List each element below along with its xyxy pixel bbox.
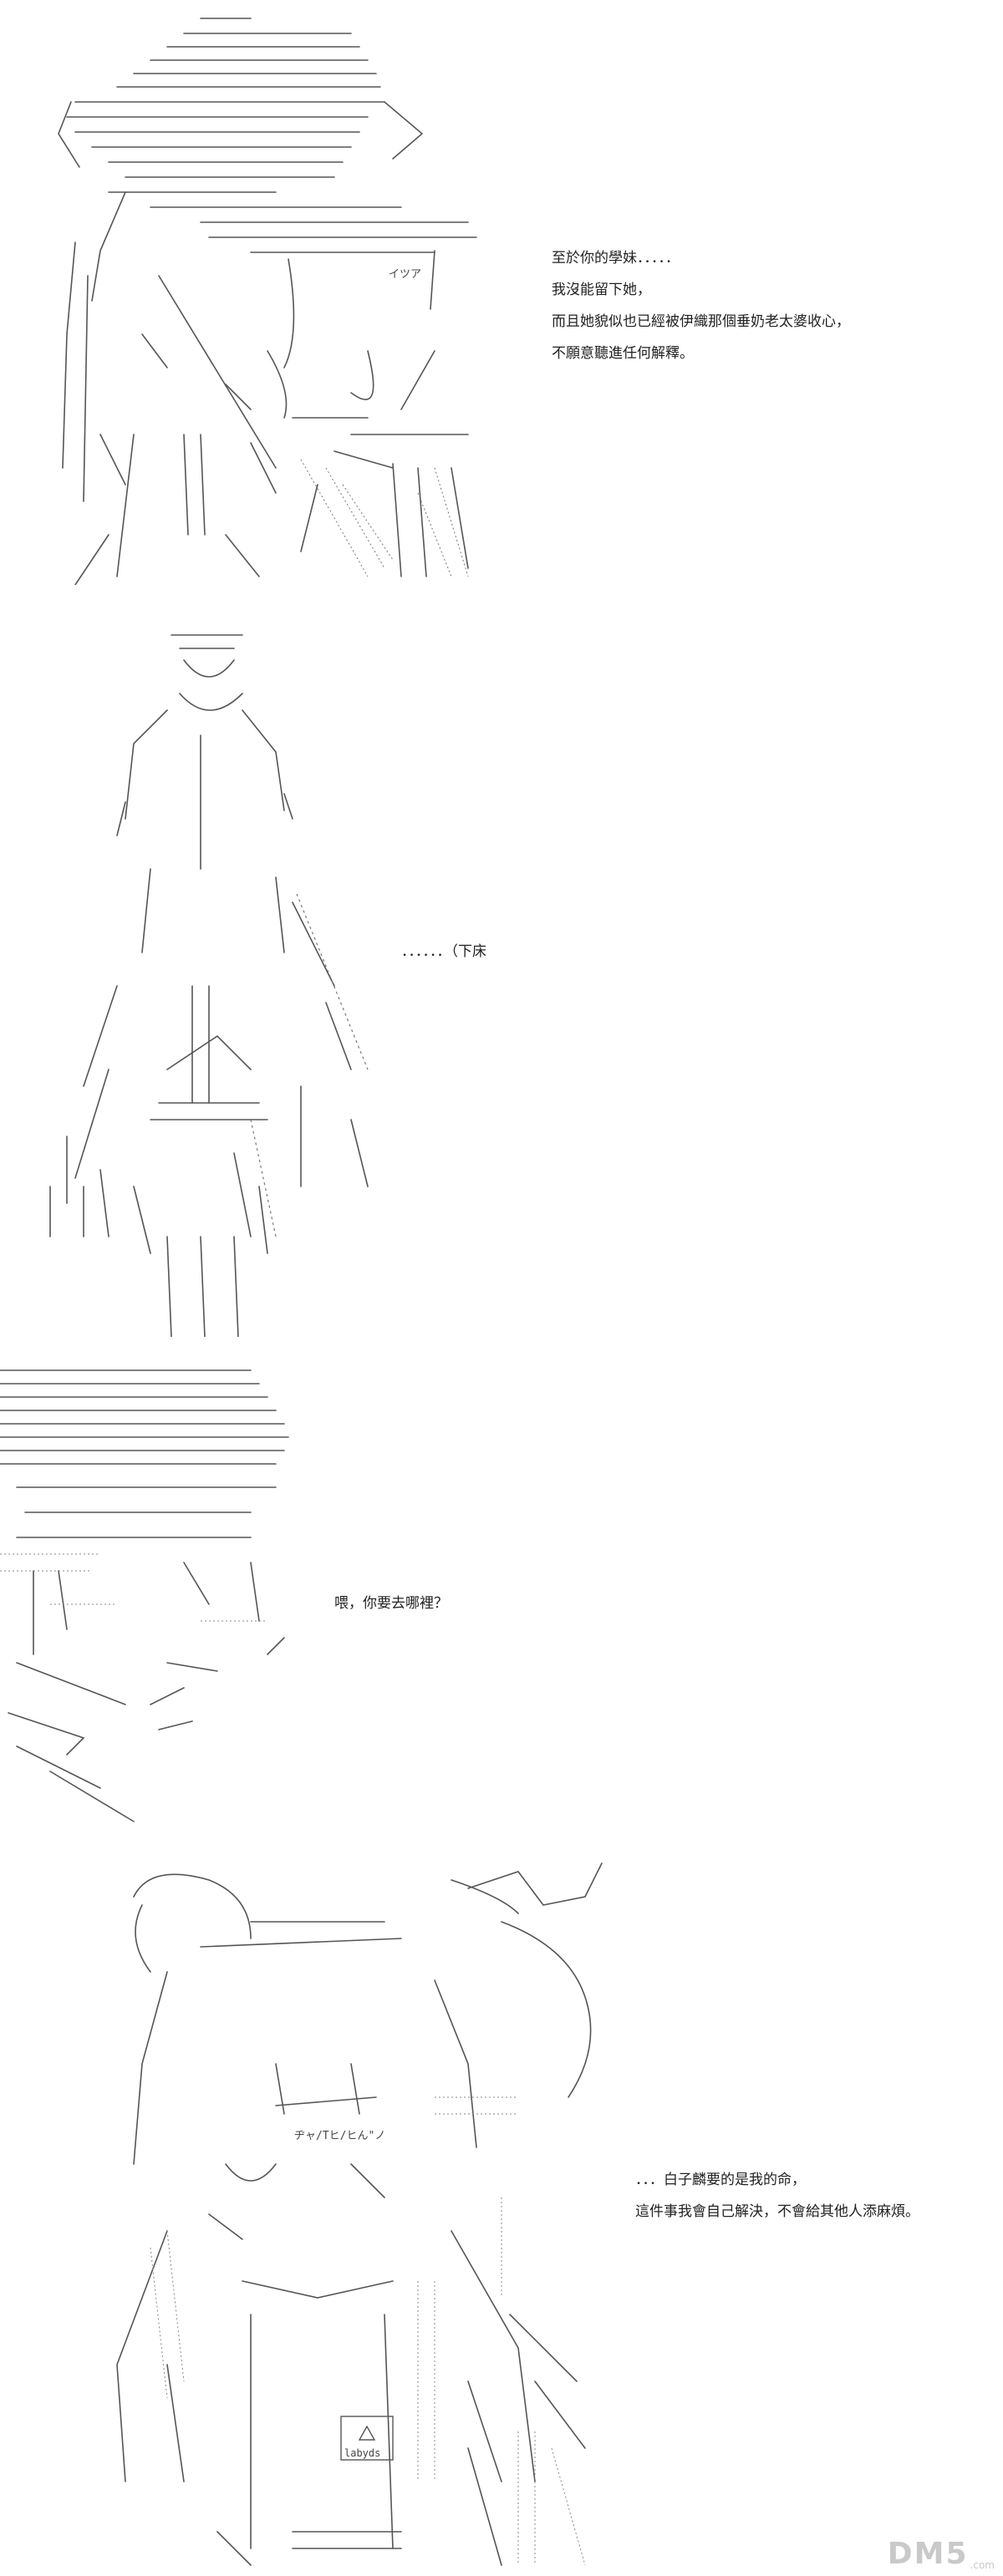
manga-panel-3: 喂，你要去哪裡？ — [0, 1354, 1003, 1838]
ascii-art-hooded-character — [0, 1369, 289, 1822]
badge-label: labyds — [344, 2447, 380, 2459]
sfx-text: ヂャ/Tヒ/ヒん"ノ — [294, 2130, 385, 2142]
dialogue-line: 至於你的學妹．．．．． — [552, 250, 680, 267]
ascii-art-hat-character: イツア — [58, 18, 477, 585]
dialogue-box: ．．．白子麟要的是我的命， 這件事我會自己解決，不會給其他人添麻煩。 — [635, 2164, 919, 2228]
watermark-suffix: .com — [970, 2559, 995, 2571]
manga-panel-4: labyds ヂャ/Tヒ/ヒん"ノ ．．．白子麟要的是我的命， 這件事我會自己解… — [0, 1847, 1003, 2576]
dialogue-line: ．．．白子麟要的是我的命， — [635, 2172, 806, 2188]
site-watermark: DM5.com — [888, 2537, 995, 2571]
dialogue-line: ．．．．．．（下床 — [401, 943, 486, 960]
dialogue-line: 我沒能留下她， — [552, 282, 651, 298]
ascii-art-girl-character: labyds ヂャ/Tヒ/ヒん"ノ — [116, 1862, 603, 2566]
manga-panel-1: イツア 至於你的學妹．．．．． 我沒能留下她， 而且她貌似也已經被伊織那個垂奶老… — [0, 0, 1003, 585]
dialogue-box: 喂，你要去哪裡？ — [334, 1588, 448, 1619]
dialogue-line: 不願意聽進任何解釋。 — [552, 345, 694, 362]
dialogue-line: 這件事我會自己解決，不會給其他人添麻煩。 — [635, 2203, 919, 2220]
dialogue-line: 而且她貌似也已經被伊織那個垂奶老太婆收心， — [552, 313, 850, 330]
dialogue-line: 喂，你要去哪裡？ — [334, 1595, 448, 1612]
ascii-art-standing-character — [49, 634, 369, 1337]
sfx-text: イツア — [389, 268, 421, 281]
dialogue-box: 至於你的學妹．．．．． 我沒能留下她， 而且她貌似也已經被伊織那個垂奶老太婆收心… — [552, 242, 850, 369]
watermark-logo: DM5 — [887, 2537, 969, 2571]
manga-panel-2: ．．．．．．（下床 — [0, 602, 1003, 1337]
dialogue-box: ．．．．．．（下床 — [401, 936, 486, 968]
